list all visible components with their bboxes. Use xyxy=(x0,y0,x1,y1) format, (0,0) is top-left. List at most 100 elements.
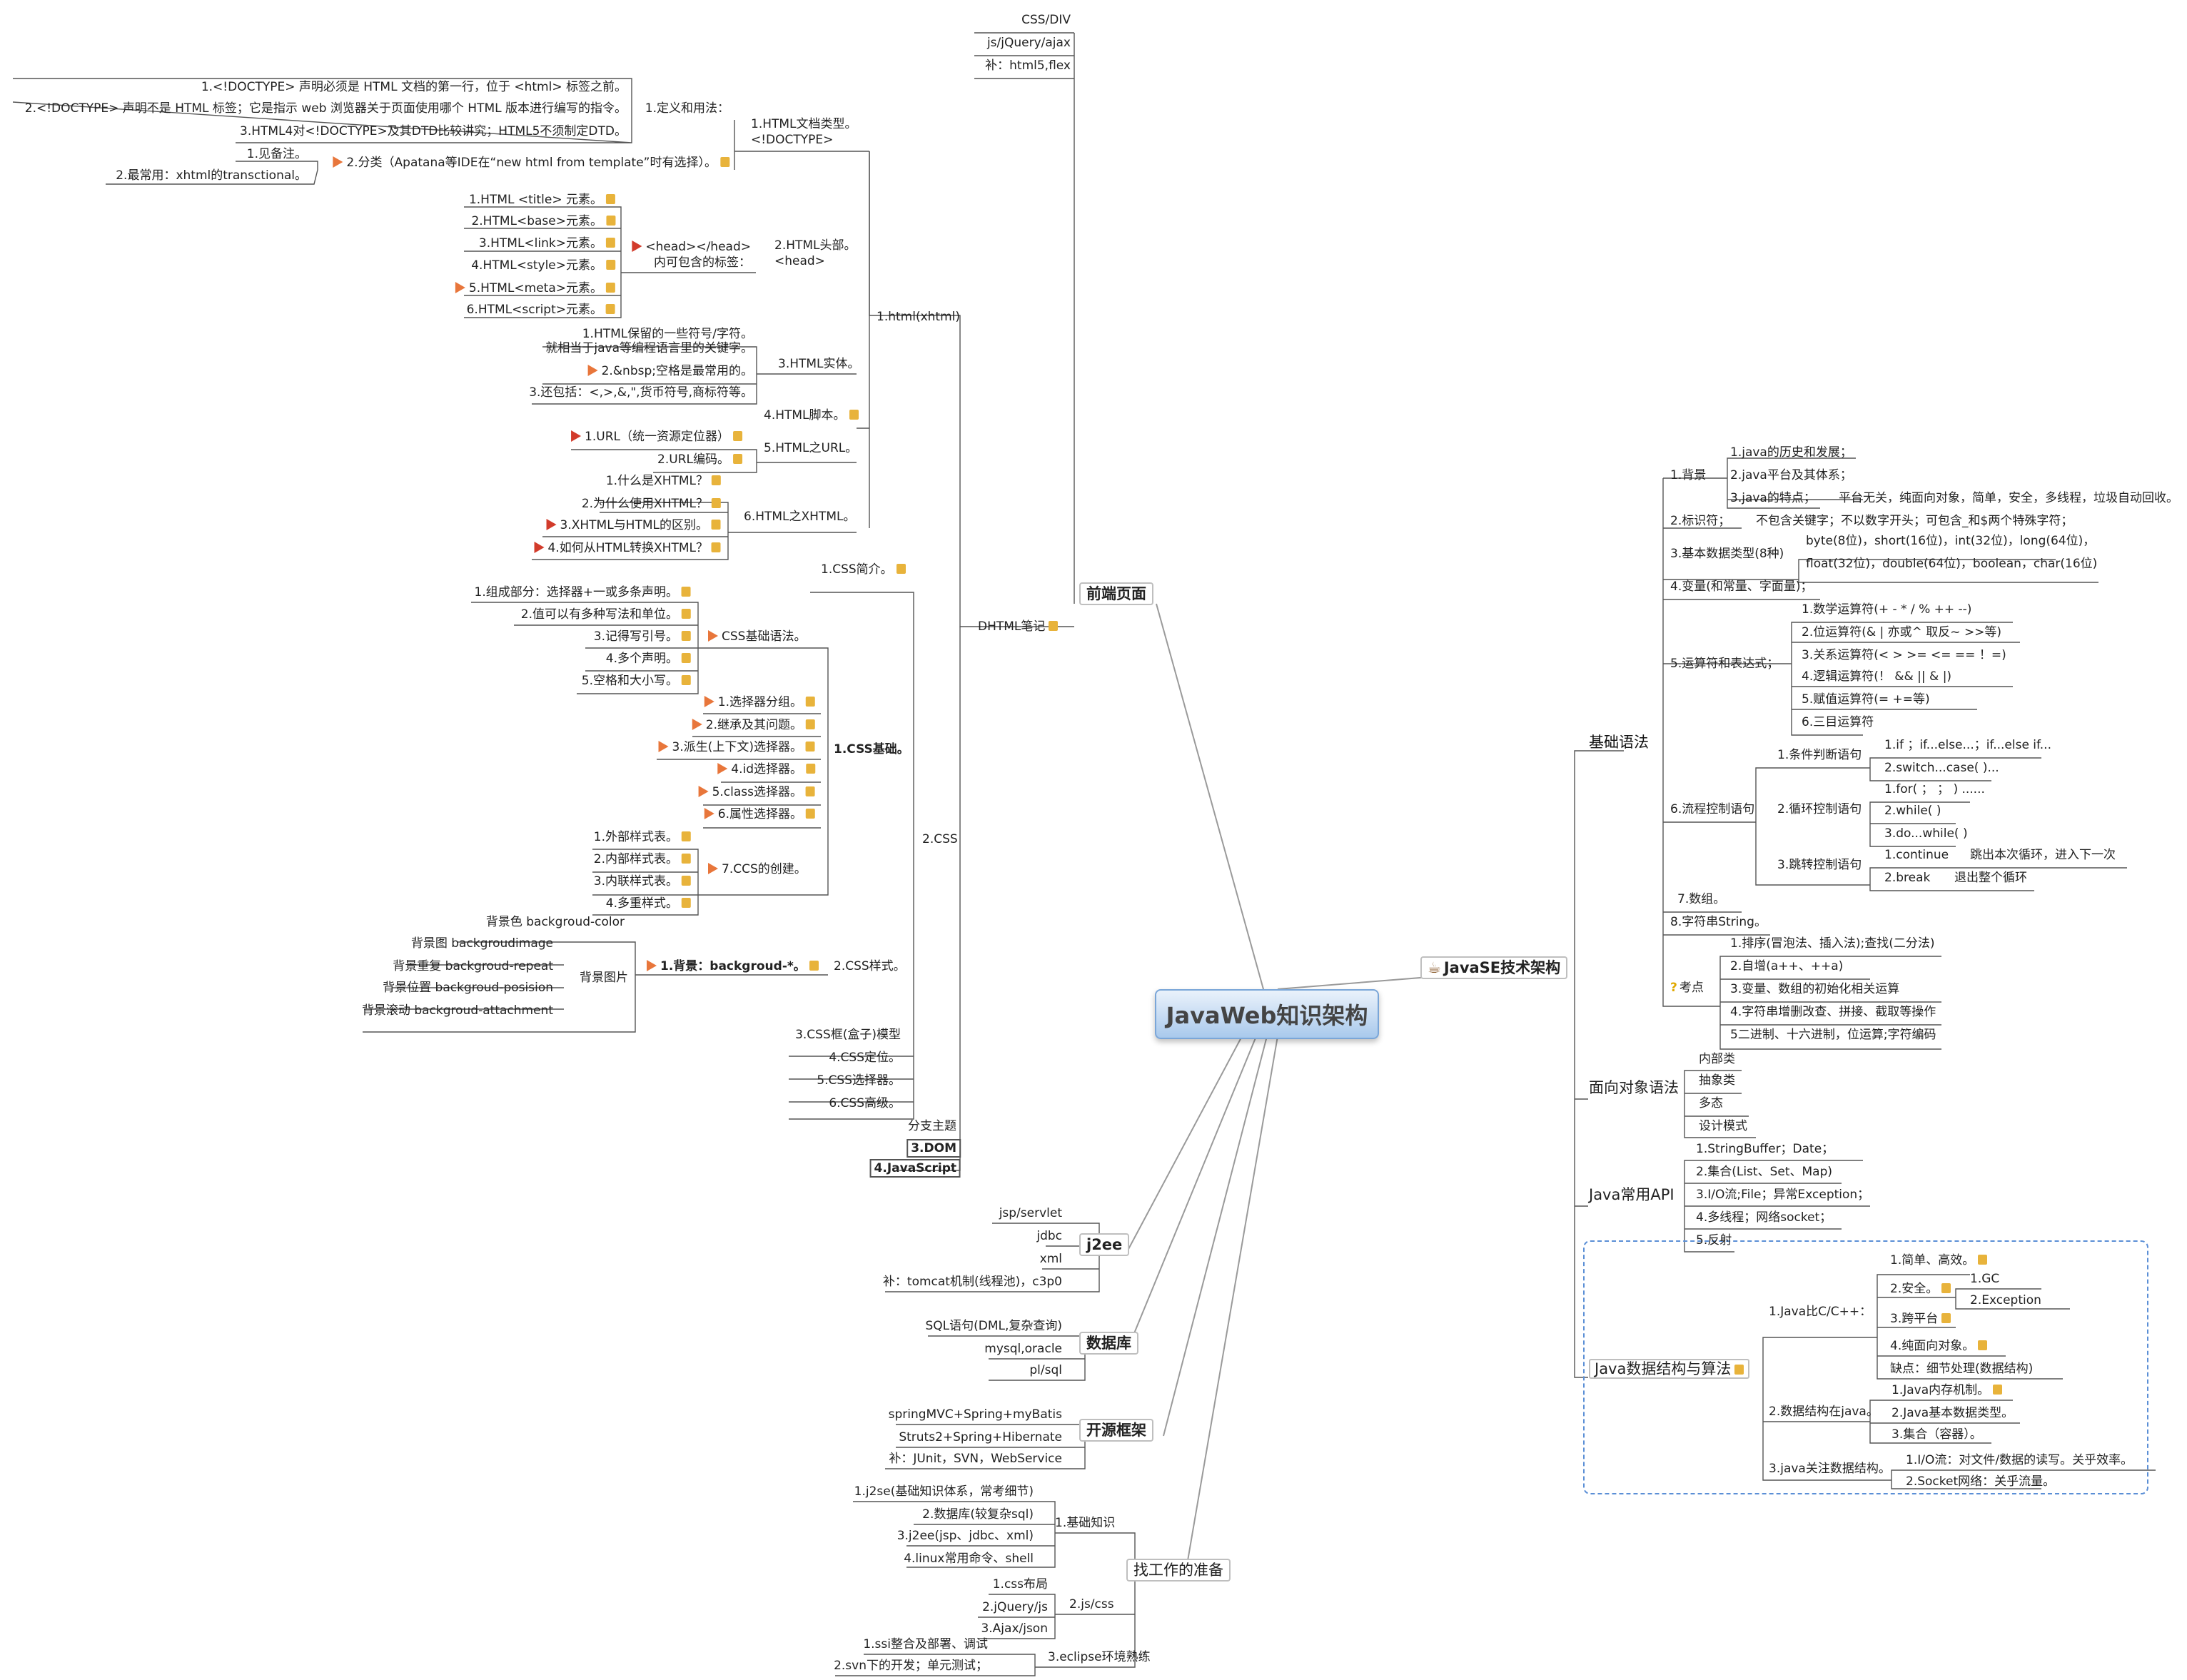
loop-item-1[interactable]: 1.for( ； ； ) ...... xyxy=(1884,782,1985,796)
node-string[interactable]: 8.字符串String。 xyxy=(1670,915,1767,929)
loop-item-2[interactable]: 2.while( ) xyxy=(1884,804,1941,818)
entity-item-1[interactable]: 1.HTML保留的一些符号/字符。 xyxy=(582,327,753,341)
cond-item-2[interactable]: 2.switch...case( )... xyxy=(1884,761,1999,775)
db-item-1[interactable]: SQL语句(DML,复杂查询) xyxy=(925,1319,1062,1333)
node-branch-topic[interactable]: 分支主题 xyxy=(908,1119,956,1133)
entity-item-2[interactable]: 2.&nbsp;空格是最常用的。 xyxy=(587,364,753,378)
node-script[interactable]: 4.HTML脚本。 xyxy=(764,408,859,422)
job-eclipse-1[interactable]: 1.ssi整合及部署、调试 xyxy=(863,1637,988,1651)
selector-item-3[interactable]: 3.派生(上下文)选择器。 xyxy=(658,740,815,754)
branch-job[interactable]: 找工作的准备 xyxy=(1126,1559,1231,1582)
bg-item-1[interactable]: 背景色 backgroud-color xyxy=(485,915,625,929)
j2ee-item-2[interactable]: jdbc xyxy=(1036,1229,1062,1243)
css-more-2[interactable]: 4.CSS定位。 xyxy=(829,1051,901,1065)
job-basic-1[interactable]: 1.j2se(基础知识体系，常考细节) xyxy=(854,1484,1034,1499)
node-api[interactable]: Java常用API xyxy=(1589,1186,1675,1203)
node-syntax[interactable]: 基础语法 xyxy=(1589,734,1649,751)
xhtml-item-2[interactable]: 2.为什么使用XHTML？ xyxy=(582,497,721,511)
bg-item-2[interactable]: 背景图 backgroudimage xyxy=(410,936,553,951)
api-item-4[interactable]: 4.多线程；网络socket； xyxy=(1696,1210,1832,1225)
node-array[interactable]: 7.数组。 xyxy=(1677,892,1726,906)
def-item-1[interactable]: 1.<!DOCTYPE> 声明必须是 HTML 文档的第一行，位于 <html>… xyxy=(201,80,627,94)
node-identifier[interactable]: 2.标识符； xyxy=(1670,514,1731,528)
node-url[interactable]: 5.HTML之URL。 xyxy=(764,441,858,455)
node-css-syntax[interactable]: CSS基础语法。 xyxy=(708,629,806,644)
node-operator[interactable]: 5.运算符和表达式； xyxy=(1670,657,1779,671)
bg-item-3[interactable]: 背景重复 backgroud-repeat xyxy=(393,959,553,973)
entity-item-3[interactable]: 3.还包括：<,>,&,",货币符号,商标符等。 xyxy=(529,385,753,400)
exam-item-3[interactable]: 3.变量、数组的初始化相关运算 xyxy=(1730,982,1900,996)
node-oop[interactable]: 面向对象语法 xyxy=(1589,1079,1679,1096)
db-item-3[interactable]: pl/sql xyxy=(1029,1363,1062,1377)
framework-item-1[interactable]: springMVC+Spring+myBatis xyxy=(888,1407,1062,1422)
selector-item-1[interactable]: 1.选择器分组。 xyxy=(704,695,815,709)
oop-item-3[interactable]: 多态 xyxy=(1699,1096,1723,1110)
datatype-item-1[interactable]: byte(8位)，short(16位)，int(32位)，long(64位)， xyxy=(1806,534,2096,548)
css-more-3[interactable]: 5.CSS选择器。 xyxy=(817,1073,901,1088)
framework-item-3[interactable]: 补：JUnit，SVN，WebService xyxy=(889,1452,1062,1466)
background-item-3[interactable]: 3.java的特点； xyxy=(1730,491,1816,505)
xhtml-item-3[interactable]: 3.XHTML与HTML的区别。 xyxy=(546,518,721,532)
node-jump[interactable]: 3.跳转控制语句 xyxy=(1777,858,1862,872)
ds-focus-1[interactable]: 1.I/O流：对文件/数据的读写。关乎效率。 xyxy=(1906,1453,2133,1467)
head-item-5[interactable]: 5.HTML<meta>元素。 xyxy=(455,281,615,295)
node-css-div[interactable]: CSS/DIV xyxy=(1021,13,1071,27)
node-xhtml[interactable]: 6.HTML之XHTML。 xyxy=(744,510,856,524)
head-item-3[interactable]: 3.HTML<link>元素。 xyxy=(479,236,615,251)
url-item-1[interactable]: 1.URL（统一资源定位器） xyxy=(571,430,742,444)
oop-item-1[interactable]: 内部类 xyxy=(1699,1052,1735,1066)
create-item-2[interactable]: 2.内部样式表。 xyxy=(594,852,691,866)
node-datatype[interactable]: 3.基本数据类型(8种) xyxy=(1670,547,1784,561)
syntax-item-3[interactable]: 3.记得写引号。 xyxy=(594,629,691,644)
node-javascript[interactable]: 4.JavaScript xyxy=(869,1159,961,1178)
exam-item-5[interactable]: 5二进制、十六进制，位运算;字符编码 xyxy=(1730,1028,1936,1042)
create-item-1[interactable]: 1.外部样式表。 xyxy=(594,830,691,844)
branch-frontend[interactable]: 前端页面 xyxy=(1079,582,1153,605)
j2ee-item-3[interactable]: xml xyxy=(1039,1252,1062,1266)
branch-framework[interactable]: 开源框架 xyxy=(1079,1419,1153,1442)
ds-focus-2[interactable]: 2.Socket网络：关乎流量。 xyxy=(1906,1474,2056,1489)
node-css-basic[interactable]: 1.CSS基础。 xyxy=(834,742,909,756)
create-item-4[interactable]: 4.多重样式。 xyxy=(606,896,691,911)
selector-item-5[interactable]: 5.class选择器。 xyxy=(698,785,815,799)
node-css[interactable]: 2.CSS xyxy=(922,832,958,846)
node-html[interactable]: 1.html(xhtml) xyxy=(877,310,960,324)
node-entity[interactable]: 3.HTML实体。 xyxy=(778,357,860,371)
def-item-3[interactable]: 3.HTML4对<!DOCTYPE>及其DTD比较讲究；HTML5不须制定DTD… xyxy=(240,124,627,138)
ds-compare-5[interactable]: 缺点：细节处理(数据结构) xyxy=(1890,1362,2034,1376)
exam-item-1[interactable]: 1.排序(冒泡法、插入法);查找(二分法) xyxy=(1730,936,1935,951)
def-item-2[interactable]: 2.<!DOCTYPE> 声明不是 HTML 标签；它是指示 web 浏览器关于… xyxy=(24,101,627,116)
node-flow[interactable]: 6.流程控制语句 xyxy=(1670,802,1755,816)
branch-database[interactable]: 数据库 xyxy=(1079,1332,1138,1355)
job-basic[interactable]: 1.基础知识 xyxy=(1055,1516,1116,1530)
operator-item-6[interactable]: 6.三目运算符 xyxy=(1802,715,1874,729)
datatype-item-2[interactable]: float(32位)，double(64位)，boolean，char(16位) xyxy=(1806,557,2098,571)
node-css-create[interactable]: 7.CCS的创建。 xyxy=(708,862,807,876)
background-item-2[interactable]: 2.java平台及其体系； xyxy=(1730,468,1852,482)
selector-item-6[interactable]: 6.属性选择器。 xyxy=(704,807,815,821)
head-item-6[interactable]: 6.HTML<script>元素。 xyxy=(467,303,615,317)
branch-javase[interactable]: ☕JavaSE技术架构 xyxy=(1420,956,1568,979)
api-item-1[interactable]: 1.StringBuffer；Date； xyxy=(1696,1142,1834,1156)
node-ds-compare[interactable]: 1.Java比C/C++： xyxy=(1769,1305,1872,1319)
create-item-3[interactable]: 3.内联样式表。 xyxy=(594,874,691,889)
operator-item-1[interactable]: 1.数学运算符(+ - * / % ++ --) xyxy=(1802,602,1972,617)
css-more-1[interactable]: 3.CSS框(盒子)模型 xyxy=(795,1028,901,1042)
j2ee-item-1[interactable]: jsp/servlet xyxy=(999,1206,1062,1220)
job-eclipse[interactable]: 3.eclipse环境熟练 xyxy=(1048,1650,1151,1664)
api-item-3[interactable]: 3.I/O流;File；异常Exception； xyxy=(1696,1188,1870,1202)
node-background[interactable]: 1.背景 xyxy=(1670,468,1707,482)
syntax-item-5[interactable]: 5.空格和大小写。 xyxy=(582,674,691,688)
node-cond[interactable]: 1.条件判断语句 xyxy=(1777,748,1862,762)
job-basic-2[interactable]: 2.数据库(较复杂sql) xyxy=(922,1507,1034,1522)
job-basic-3[interactable]: 3.j2ee(jsp、jdbc、xml) xyxy=(896,1529,1034,1543)
central-topic[interactable]: JavaWeb知识架构 xyxy=(1155,989,1379,1039)
css-more-4[interactable]: 6.CSS高级。 xyxy=(829,1096,901,1110)
node-css-intro[interactable]: 1.CSS简介。 xyxy=(821,562,906,577)
node-css-style[interactable]: 2.CSS样式。 xyxy=(834,959,906,973)
jump-note-1[interactable]: 跳出本次循环，进入下一次 xyxy=(1970,848,2116,862)
job-jscss-1[interactable]: 1.css布局 xyxy=(992,1577,1048,1592)
ds-safe-1[interactable]: 1.GC xyxy=(1970,1272,2000,1286)
node-ds[interactable]: Java数据结构与算法 xyxy=(1589,1359,1750,1379)
ds-compare-2[interactable]: 2.安全。 xyxy=(1890,1282,1951,1296)
